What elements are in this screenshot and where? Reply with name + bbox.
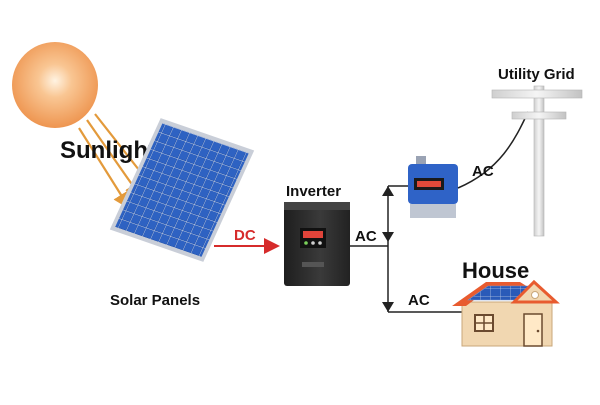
utility-grid-label: Utility Grid	[498, 66, 575, 83]
house-label: House	[462, 258, 529, 283]
dc-label: DC	[234, 227, 256, 244]
utility-pole-icon	[491, 85, 583, 237]
sun-icon	[12, 42, 98, 128]
meter-icon	[408, 156, 458, 218]
ac-house-label: AC	[408, 292, 430, 309]
bus-arrow-up	[382, 186, 394, 196]
ac-inverter-label: AC	[355, 228, 377, 245]
inverter-label: Inverter	[286, 183, 341, 200]
sunlight-label: Sunlight	[60, 137, 156, 164]
solar-panel-icon	[109, 118, 255, 262]
bus-arrow-house	[382, 302, 394, 312]
bus-arrow-down	[382, 232, 394, 242]
grid-wire	[457, 111, 529, 189]
solar-panels-label: Solar Panels	[110, 292, 200, 309]
house-icon	[452, 279, 560, 347]
ac-grid-label: AC	[472, 163, 494, 180]
inverter-icon	[284, 202, 350, 286]
